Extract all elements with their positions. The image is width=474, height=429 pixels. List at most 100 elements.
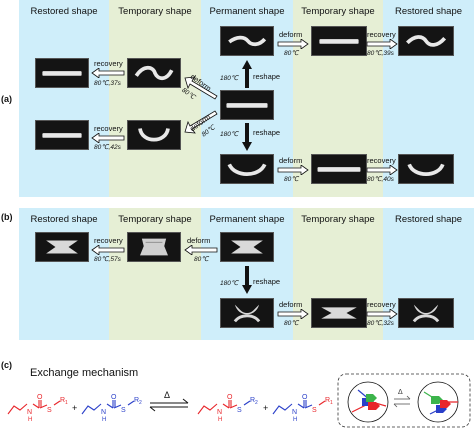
atom-N-3: N xyxy=(217,409,222,416)
photo-permanent-wave xyxy=(220,26,274,56)
plus-1: + xyxy=(72,403,77,413)
label-b-deform-right-temp: 80℃ xyxy=(284,320,299,327)
label-recovery-tr-cond: 80℃,39s xyxy=(367,50,394,57)
atom-R2-2: R xyxy=(134,397,139,404)
label-b-recovery-right-cond: 80℃,32s xyxy=(367,320,394,327)
network-exchange-arrow xyxy=(393,395,411,408)
header-temporary-left-a: Temporary shape xyxy=(118,6,192,17)
atom-N-2: N xyxy=(101,409,106,416)
arrow-reshape-up xyxy=(242,60,252,88)
atom-R2-3: R xyxy=(250,397,255,404)
atom-R2-sub-2: 2 xyxy=(139,400,142,406)
photo-restored-flat-top xyxy=(35,58,89,88)
arrow-deform-br xyxy=(277,165,309,175)
network-delta: Δ xyxy=(398,389,403,396)
photo-permanent-arc xyxy=(220,154,274,184)
arrow-recovery-tl xyxy=(91,68,125,78)
photo-restored-wave xyxy=(398,26,454,56)
thiourethane-red-1 xyxy=(7,400,61,415)
arrow-deform-tr xyxy=(277,39,309,49)
label-deform-br: deform xyxy=(279,156,303,165)
label-reshape-down-temp: 180℃ xyxy=(220,131,239,138)
header-restored-right-b: Restored shape xyxy=(394,214,463,225)
label-b-deform-left-temp: 80℃ xyxy=(194,256,209,263)
thiourethane-blue-1 xyxy=(81,400,135,415)
thiourethane-blue-2 xyxy=(272,400,313,415)
band-temporary-left-a xyxy=(109,0,201,197)
band-temporary-left-b xyxy=(109,208,201,340)
label-recovery-tr: recovery xyxy=(367,30,396,39)
photo-b-restored-curved xyxy=(398,298,454,328)
atom-N-4: N xyxy=(292,409,297,416)
panel-letter-a: (a) xyxy=(1,94,12,104)
photo-temporary-flat-top xyxy=(311,26,367,56)
label-b-deform-right: deform xyxy=(279,300,303,309)
photo-b-temporary-flat-x xyxy=(311,298,367,328)
band-restored-left-a xyxy=(19,0,109,197)
header-restored-right-a: Restored shape xyxy=(394,6,463,17)
arrow-b-deform-left xyxy=(184,245,218,255)
header-restored-left-a: Restored shape xyxy=(30,6,98,17)
atom-O-1: O xyxy=(37,394,43,401)
panel-letter-b: (b) xyxy=(1,212,13,222)
arrow-b-deform-right xyxy=(277,309,309,319)
plus-2: + xyxy=(263,403,268,413)
network-circle-left xyxy=(347,381,389,423)
label-reshape-down: reshape xyxy=(253,128,281,137)
network-inset-box xyxy=(337,373,471,428)
atom-R2-sub-3: 2 xyxy=(255,400,258,406)
label-recovery-tl-cond: 80℃,37s xyxy=(94,80,121,87)
arrow-deform-up-left xyxy=(183,74,219,102)
photo-temporary-wave xyxy=(127,58,181,88)
panel-letter-c: (c) xyxy=(1,360,12,370)
delta-symbol: Δ xyxy=(164,390,170,400)
atom-O-4: O xyxy=(302,394,308,401)
network-circle-right xyxy=(417,381,459,423)
arrow-deform-down-left xyxy=(183,108,219,136)
atom-S-1: S xyxy=(47,407,52,414)
equilibrium-arrow xyxy=(149,398,189,412)
thiourethane-red-2 xyxy=(197,400,238,415)
label-b-deform-left: deform xyxy=(187,236,211,245)
header-temporary-right-a: Temporary shape xyxy=(301,6,375,17)
photo-b-permanent-x xyxy=(220,232,274,262)
atom-H-2: H xyxy=(102,417,106,423)
header-restored-left-b: Restored shape xyxy=(30,214,98,225)
label-b-recovery-right: recovery xyxy=(367,300,396,309)
label-deform-br-temp: 80℃ xyxy=(284,176,299,183)
label-deform-tr-temp: 80℃ xyxy=(284,50,299,57)
photo-permanent-flat xyxy=(220,90,274,120)
header-permanent-b: Permanent shape xyxy=(209,214,285,225)
atom-R1-sub-4: 1 xyxy=(330,400,333,406)
arrow-b-reshape-down xyxy=(242,266,252,294)
photo-restored-flat-bottom xyxy=(35,120,89,150)
photo-temporary-flat-bottom xyxy=(311,154,367,184)
atom-O-3: O xyxy=(227,394,233,401)
label-deform-tr: deform xyxy=(279,30,303,39)
header-temporary-left-b: Temporary shape xyxy=(118,214,192,225)
label-b-recovery-left: recovery xyxy=(94,236,123,245)
label-recovery-bl-cond: 80℃,42s xyxy=(94,144,121,151)
atom-H-4: H xyxy=(293,417,297,423)
label-recovery-bl: recovery xyxy=(94,124,123,133)
photo-b-restored-x xyxy=(35,232,89,262)
atom-S-2: S xyxy=(121,407,126,414)
arrow-b-recovery-left xyxy=(91,245,125,255)
atom-R1-1: R xyxy=(60,397,65,404)
exchange-mechanism-scheme: N H O S R 1 + N H O S R 2 Δ N H O S R 2 … xyxy=(7,373,471,428)
label-reshape-up: reshape xyxy=(253,72,281,81)
exchange-mechanism-title: Exchange mechanism xyxy=(30,367,139,379)
header-temporary-right-b: Temporary shape xyxy=(301,214,375,225)
arrow-recovery-br xyxy=(366,165,398,175)
arrow-recovery-tr xyxy=(366,39,398,49)
atom-H-3: H xyxy=(218,417,222,423)
header-permanent-a: Permanent shape xyxy=(209,6,285,17)
label-recovery-br: recovery xyxy=(367,156,396,165)
atom-H-1: H xyxy=(28,417,32,423)
photo-temporary-arc xyxy=(127,120,181,150)
photo-b-permanent-curved xyxy=(220,298,274,328)
label-b-reshape: reshape xyxy=(253,277,281,286)
photo-b-temporary-fold xyxy=(127,232,181,262)
atom-R1-4: R xyxy=(325,397,330,404)
label-b-reshape-temp: 180℃ xyxy=(220,280,239,287)
